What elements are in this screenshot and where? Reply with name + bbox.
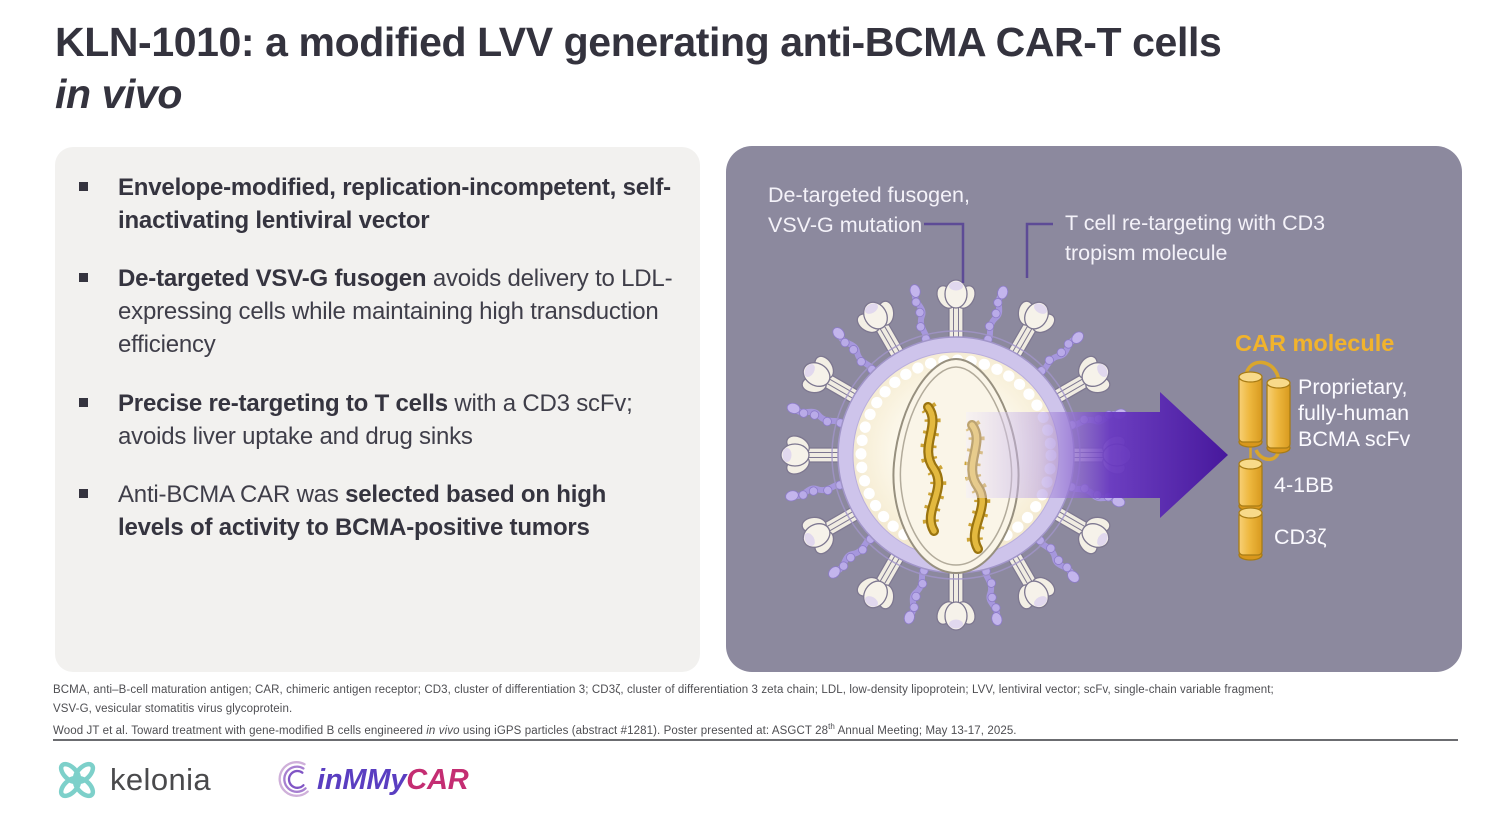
abbreviations-line2: VSV-G, vesicular stomatitis virus glycop… bbox=[53, 703, 293, 715]
tropism-callout-line bbox=[1025, 222, 1053, 278]
bullet-marker bbox=[79, 488, 88, 498]
bullet-4-normal: Anti-BCMA CAR was bbox=[118, 480, 346, 508]
page-title: KLN-1010: a modified LVV generating anti… bbox=[55, 16, 1222, 121]
lvv-diagram: De-targeted fusogen, VSV-G mutation T ce… bbox=[768, 183, 1411, 631]
bullet-3-bold: Precise re-targeting to T cells bbox=[118, 389, 448, 417]
inmmycar-logo: inMMyCAR bbox=[273, 759, 469, 801]
inmmycar-wordmark-left: inMMy bbox=[317, 763, 407, 796]
bullet-text: Envelope-modified, replication-incompete… bbox=[118, 171, 673, 237]
scfv-domain bbox=[1238, 371, 1291, 454]
scfv-label-line2: fully-human bbox=[1298, 401, 1409, 425]
bullet-item-2: De-targeted VSV-G fusogen avoids deliver… bbox=[79, 262, 674, 361]
logo-row: kelonia inMMyCAR bbox=[53, 752, 469, 808]
lvv-diagram-panel: De-targeted fusogen, VSV-G mutation T ce… bbox=[726, 146, 1462, 672]
bullet-2-normal: avoids delivery to LDL-expressing cells … bbox=[118, 265, 673, 359]
kelonia-clover-icon bbox=[58, 761, 96, 799]
bullet-1-bold: Envelope-modified, replication-incompete… bbox=[118, 174, 671, 235]
tropism-label-line1: T cell re-targeting with CD3 bbox=[1065, 211, 1325, 235]
bullet-item-1: Envelope-modified, replication-incompete… bbox=[79, 171, 674, 237]
citation-superscript: th bbox=[828, 722, 835, 731]
inmmycar-wordmark: inMMyCAR bbox=[317, 763, 469, 797]
fusogen-label-line2: VSV-G mutation bbox=[768, 213, 922, 237]
fusogen-label: De-targeted fusogen, VSV-G mutation bbox=[768, 183, 970, 283]
key-points-panel: Envelope-modified, replication-incompete… bbox=[55, 147, 700, 672]
inmmycar-wordmark-right: CAR bbox=[406, 763, 469, 796]
scfv-loop bbox=[1244, 360, 1281, 383]
bullet-text: Anti-BCMA CAR was selected based on high… bbox=[118, 478, 673, 544]
bullet-4-bold: selected based on high levels of activit… bbox=[118, 480, 607, 541]
transduction-arrow bbox=[966, 392, 1228, 518]
citation-pre: Wood JT et al. Toward treatment with gen… bbox=[53, 724, 427, 737]
citation-mid: using iGPS particles (abstract #1281). P… bbox=[459, 724, 829, 737]
tropism-label: T cell re-targeting with CD3 tropism mol… bbox=[1025, 211, 1325, 278]
car-molecule-diagram: CAR molecule bbox=[1235, 330, 1411, 561]
cd3z-domain bbox=[1238, 507, 1263, 561]
title-line-2: in vivo bbox=[55, 71, 183, 118]
citation-post: Annual Meeting; May 13-17, 2025. bbox=[834, 724, 1017, 737]
bullet-item-3: Precise re-targeting to T cells with a C… bbox=[79, 387, 674, 453]
bullet-3-normal: with a CD3 scFv; avoids liver uptake and… bbox=[118, 389, 633, 450]
bullet-list: Envelope-modified, replication-incompete… bbox=[79, 171, 674, 544]
bullet-text: Precise re-targeting to T cells with a C… bbox=[118, 387, 673, 453]
inmmycar-swirl-icon bbox=[278, 761, 309, 797]
scfv-label-line1: Proprietary, bbox=[1298, 375, 1408, 399]
kelonia-wordmark: kelonia bbox=[110, 762, 212, 797]
abbreviations-line1: BCMA, anti–B-cell maturation antigen; CA… bbox=[53, 684, 1274, 696]
tropism-label-line2: tropism molecule bbox=[1065, 241, 1228, 265]
bullet-item-4: Anti-BCMA CAR was selected based on high… bbox=[79, 478, 674, 544]
scfv-label-line3: BCMA scFv bbox=[1298, 427, 1411, 451]
car-molecule-title: CAR molecule bbox=[1235, 330, 1394, 356]
footer-divider bbox=[53, 739, 1458, 741]
41bb-label: 4-1BB bbox=[1274, 473, 1334, 497]
bullet-text: De-targeted VSV-G fusogen avoids deliver… bbox=[118, 262, 673, 361]
bullet-marker bbox=[79, 397, 88, 407]
costim-domain bbox=[1238, 458, 1263, 512]
fusogen-callout-line bbox=[924, 222, 965, 283]
kelonia-logo: kelonia bbox=[53, 756, 211, 804]
citation-line: Wood JT et al. Toward treatment with gen… bbox=[53, 722, 1458, 737]
fusogen-label-line1: De-targeted fusogen, bbox=[768, 183, 970, 207]
bullet-marker bbox=[79, 182, 88, 191]
cd3z-label: CD3ζ bbox=[1274, 525, 1327, 549]
title-line-1: KLN-1010: a modified LVV generating anti… bbox=[55, 19, 1222, 65]
citation-italic: in vivo bbox=[426, 724, 460, 737]
bullet-marker bbox=[79, 273, 88, 283]
bullet-2-bold: De-targeted VSV-G fusogen bbox=[118, 265, 427, 293]
